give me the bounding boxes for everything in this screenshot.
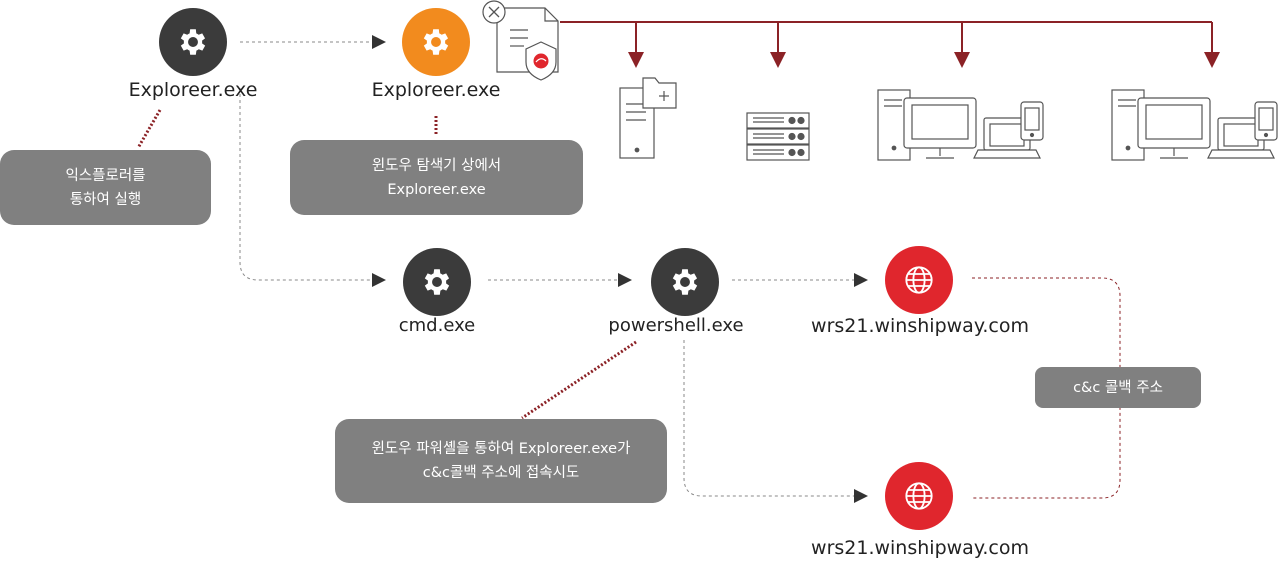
arrowhead: [854, 273, 868, 287]
edge-powershell-to-c2b: [683, 340, 858, 497]
c2-node-b: [885, 462, 953, 530]
file-server-icon: [619, 77, 677, 159]
note-line: 윈도우 탐색기 상에서: [371, 157, 502, 174]
note-line: 익스플로러를: [65, 167, 146, 184]
note-line: c&c 콜백 주소: [1073, 379, 1163, 396]
arrowhead: [854, 489, 868, 503]
powershell-label: powershell.exe: [608, 315, 744, 336]
explorer-injected-label: Exploreer.exe: [371, 79, 501, 101]
edge-explorer-to-cmd: [239, 88, 372, 281]
c2-label-b: wrs21.winshipway.com: [811, 537, 1029, 559]
arrowhead: [372, 35, 386, 49]
callout-pointer: [521, 340, 637, 420]
gear-icon: [423, 29, 449, 55]
callout-pointer: [136, 109, 162, 149]
arrowhead: [770, 52, 786, 68]
gear-icon: [672, 269, 698, 295]
server-rack-icon: [746, 112, 810, 161]
cmd-label: cmd.exe: [398, 315, 476, 336]
note-callback: c&c 콜백 주소: [1035, 367, 1201, 408]
note-line: 통하여 실행: [69, 191, 142, 208]
note-run-via-explorer: 익스플로러를 통하여 실행: [0, 150, 211, 225]
globe-icon: [905, 482, 933, 510]
arrowhead: [618, 273, 632, 287]
gear-icon: [424, 269, 450, 295]
arrowhead: [1204, 52, 1220, 68]
arrowhead: [628, 52, 644, 68]
powershell-node: [651, 248, 719, 316]
arrowhead: [372, 273, 386, 287]
cmd-node: [403, 248, 471, 316]
note-explorer-in-window: 윈도우 탐색기 상에서 Exploreer.exe: [290, 140, 583, 215]
explorer-injected-node: [402, 8, 470, 76]
c2-label-a: wrs21.winshipway.com: [811, 315, 1029, 337]
globe-icon: [905, 266, 933, 294]
note-line: c&c콜백 주소에 접속시도: [422, 465, 580, 481]
note-line: 윈도우 파워셸을 통하여 Exploreer.exe가: [371, 441, 631, 457]
explorer-start-node: [159, 8, 227, 76]
note-powershell-access: 윈도우 파워셸을 통하여 Exploreer.exe가 c&c콜백 주소에 접속…: [335, 419, 667, 503]
explorer-start-label: Exploreer.exe: [128, 79, 258, 101]
note-line: Exploreer.exe: [387, 181, 486, 198]
arrowhead: [954, 52, 970, 68]
c2-node-a: [885, 246, 953, 314]
infected-document-icon: [482, 0, 559, 81]
workstation-laptop-phone-icon: [877, 89, 1044, 161]
workstation-laptop-phone-icon: [1111, 89, 1278, 161]
gear-icon: [180, 29, 206, 55]
